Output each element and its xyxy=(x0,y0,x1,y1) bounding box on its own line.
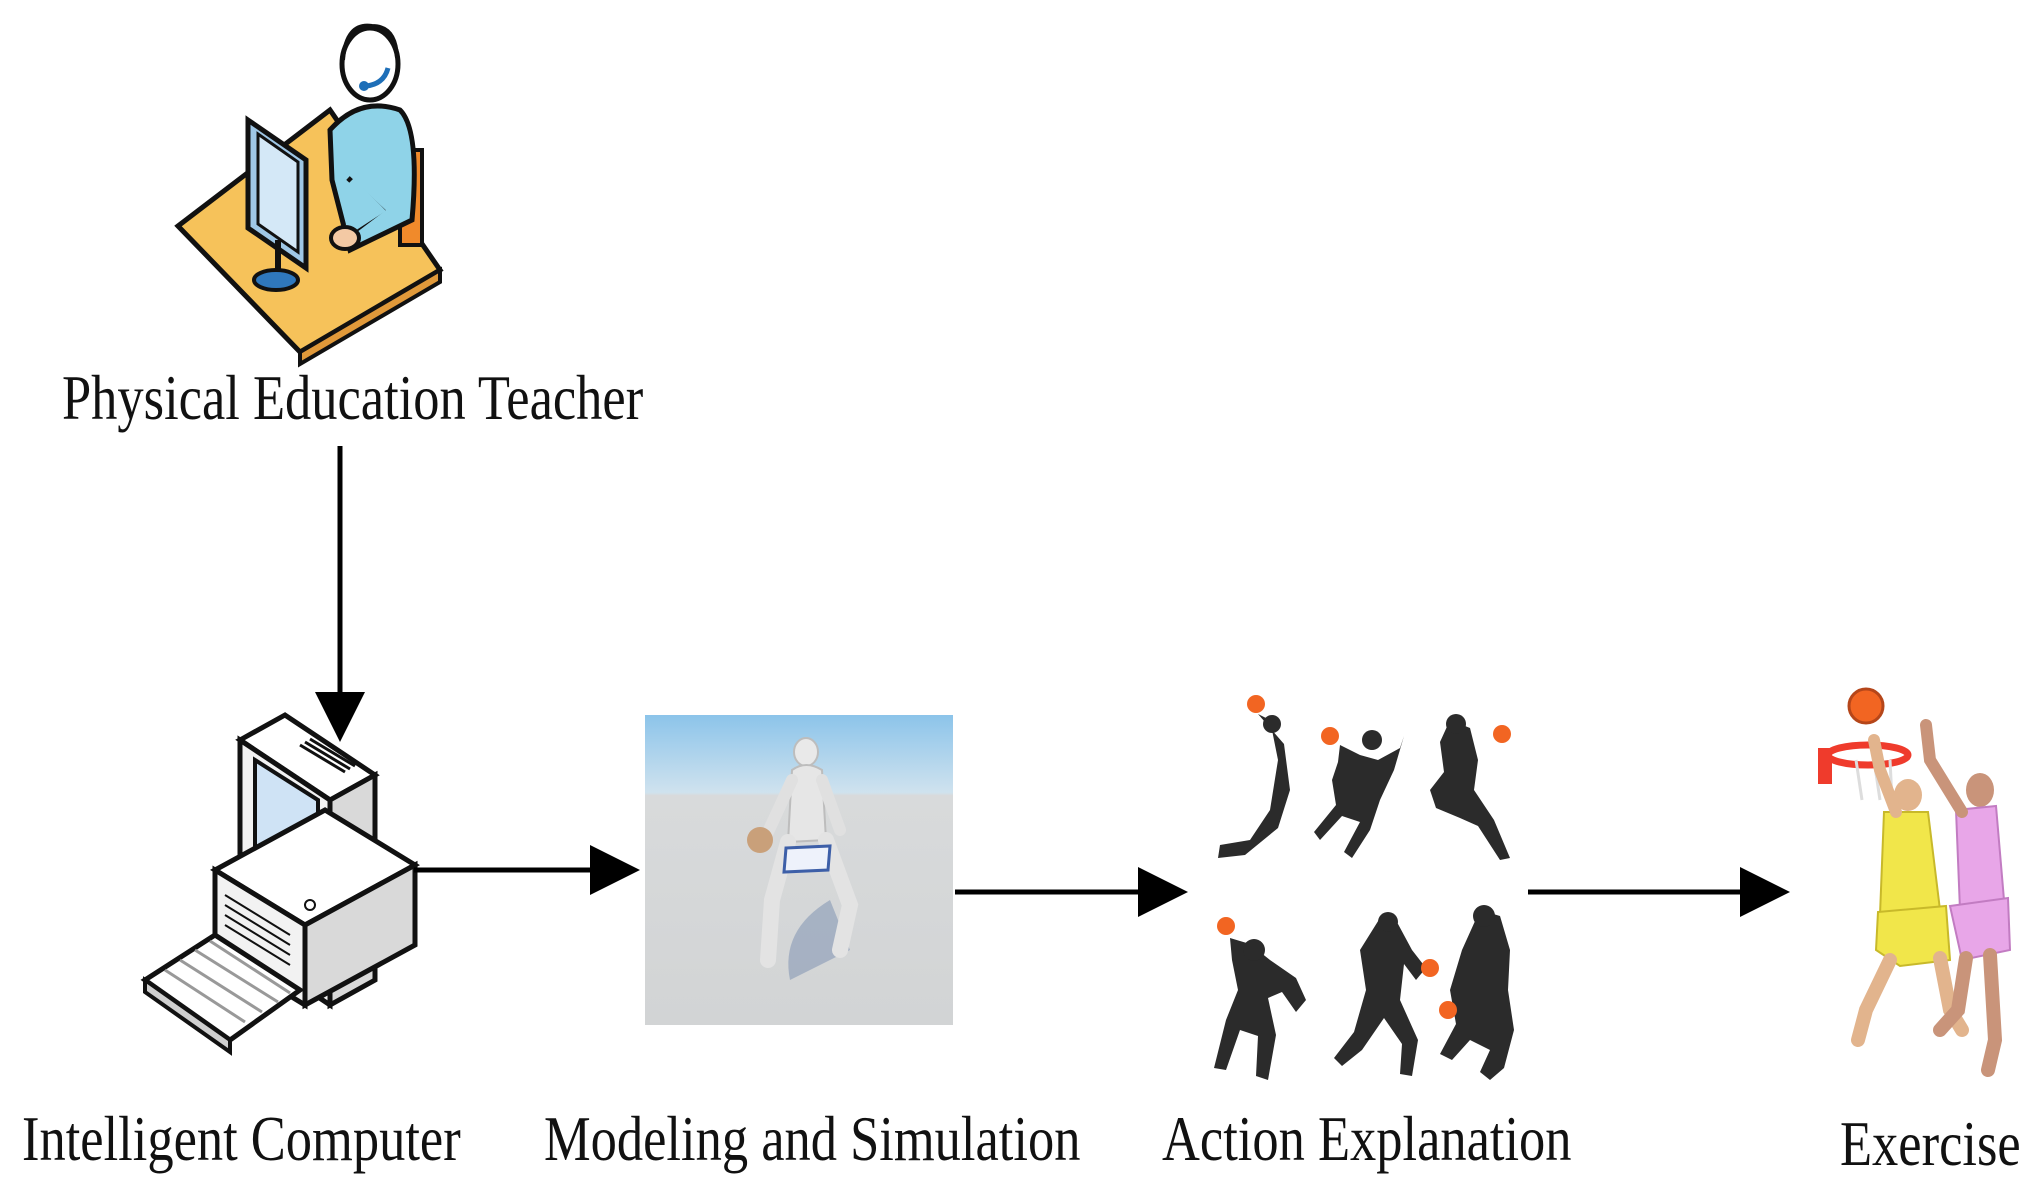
modeling-label: Modeling and Simulation xyxy=(544,1103,1081,1174)
computer-label: Intelligent Computer xyxy=(22,1103,461,1174)
teacher-label: Physical Education Teacher xyxy=(62,362,644,433)
3d-basketball-player-render xyxy=(645,715,953,1025)
action-label: Action Explanation xyxy=(1162,1103,1572,1174)
desktop-computer-icon xyxy=(140,712,420,1056)
exercise-label: Exercise xyxy=(1840,1108,2021,1179)
basketball-players-icon xyxy=(1818,687,2012,1077)
teacher-at-computer-icon xyxy=(174,23,444,368)
basketball-silhouettes-icon xyxy=(1214,695,1514,1080)
